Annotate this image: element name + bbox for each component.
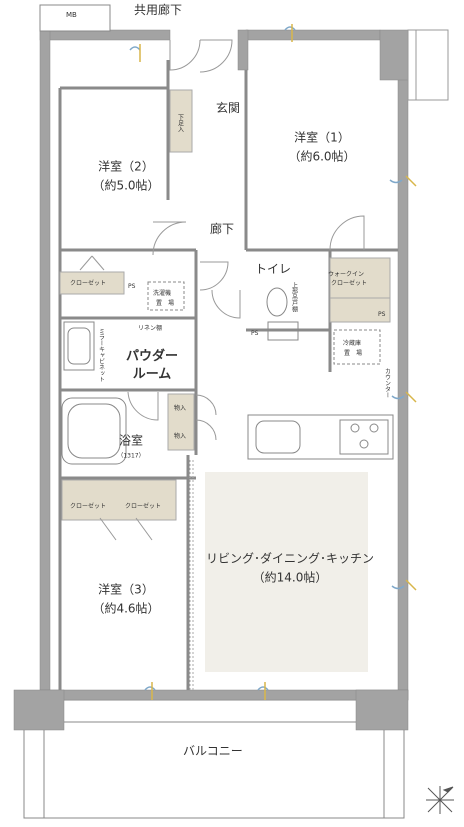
laundry-area xyxy=(147,281,185,311)
ps-label: PS xyxy=(251,330,259,337)
storage-label: 物入 xyxy=(174,433,187,440)
interior-walls xyxy=(58,60,398,690)
common-corridor-label: 共用廊下 xyxy=(134,3,183,17)
mb-label: MB xyxy=(66,11,77,19)
genkan-label: 玄関 xyxy=(216,101,241,115)
stove-icon xyxy=(350,423,379,449)
laundry-label-2: 置 場 xyxy=(156,300,175,307)
powder-room-label-1: パウダー xyxy=(125,348,179,364)
sliding-doors xyxy=(189,460,194,690)
ps-label: PS xyxy=(378,311,386,318)
closet-label: クローゼット xyxy=(70,503,107,510)
corridor-label: 廊下 xyxy=(210,222,235,236)
laundry-label-1: 洗濯機 xyxy=(153,290,172,297)
counter-label: カウンター xyxy=(383,368,391,398)
western1-size: （約6.0帖） xyxy=(288,149,356,164)
fridge-label-2: 置 場 xyxy=(344,350,363,357)
western2-name: 洋室（2） xyxy=(98,159,154,174)
balcony-label: バルコニー xyxy=(183,744,243,758)
airflow-icon xyxy=(129,24,417,700)
upper-cabinet-label: 上部吊戸棚 xyxy=(290,282,298,312)
bathtub-icon xyxy=(61,397,127,465)
shoe-storage-label: 下足入 xyxy=(176,114,184,132)
linen-label: リネン棚 xyxy=(138,325,163,332)
walkin-label-1: ウォークイン xyxy=(328,271,365,278)
balcony-area xyxy=(23,699,405,819)
toilet-icon xyxy=(266,287,299,341)
mb-box xyxy=(39,4,111,32)
closet-label: クローゼット xyxy=(70,280,107,287)
powder-room-label-2: ルーム xyxy=(132,366,172,382)
door-swing-icon xyxy=(79,39,365,541)
closet-fills xyxy=(59,89,391,521)
closet-label: クローゼット xyxy=(125,503,162,510)
compass-icon xyxy=(426,786,454,814)
ldk-name: リビング･ダイニング･キッチン xyxy=(205,551,375,566)
western2-size: （約5.0帖） xyxy=(92,178,160,193)
mirror-cabinet-label: ミラーキャビネット xyxy=(97,328,105,382)
western1-name: 洋室（1） xyxy=(294,130,350,145)
western3-size: （約4.6帖） xyxy=(92,601,160,616)
ldk-size: （約14.0帖） xyxy=(252,570,328,585)
bath-size-label: （1317） xyxy=(117,452,145,460)
western3-name: 洋室（3） xyxy=(98,582,154,597)
bathroom-label: 浴室 xyxy=(118,433,144,448)
kitchen xyxy=(247,414,394,460)
fridge-label-1: 冷蔵庫 xyxy=(343,340,362,347)
fridge-area xyxy=(333,329,381,365)
ps-label: PS xyxy=(128,283,136,290)
outer-walls xyxy=(13,29,409,731)
washbasin-icon xyxy=(63,321,95,371)
service-box xyxy=(407,29,449,101)
walkin-label-2: クローゼット xyxy=(331,280,368,287)
sink-icon xyxy=(255,420,301,454)
storage-label: 物入 xyxy=(174,405,187,412)
toilet-label: トイレ xyxy=(255,262,292,276)
ldk-floor xyxy=(205,472,368,672)
